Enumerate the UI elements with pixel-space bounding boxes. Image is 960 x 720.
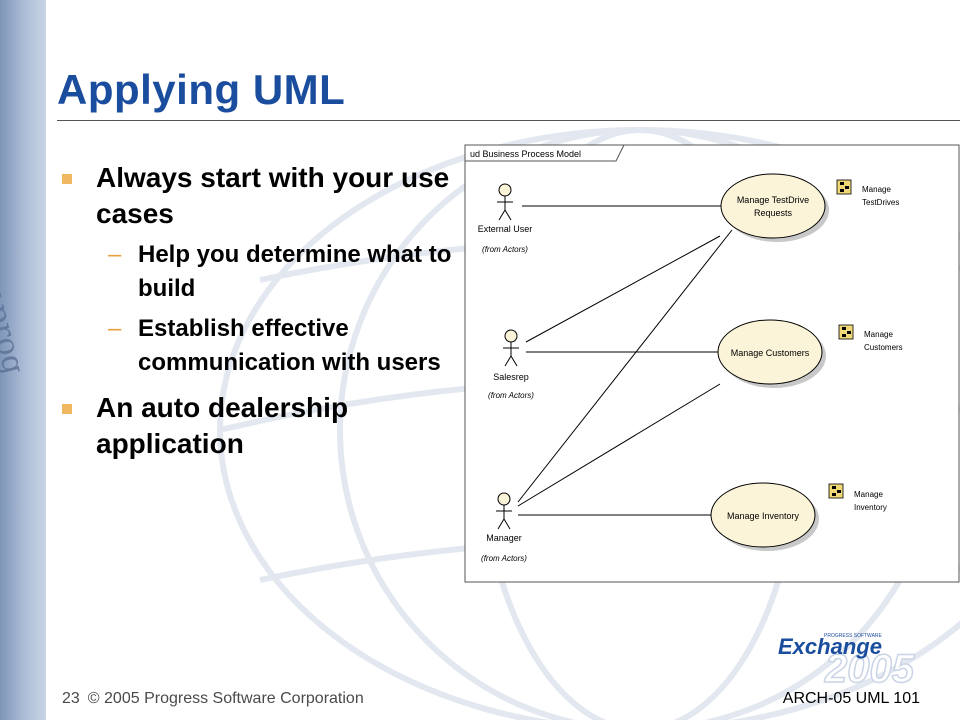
bullet-text: An auto dealership application xyxy=(96,392,349,459)
actor-name: Salesrep xyxy=(493,372,529,382)
sub-bullet-text: Help you determine what to build xyxy=(138,241,452,302)
package-label: Manage xyxy=(864,330,893,339)
logo-word: Exchange xyxy=(778,634,882,659)
use-case-label: Manage TestDrive xyxy=(737,195,809,205)
use-case-label: Requests xyxy=(754,208,793,218)
package-label: Manage xyxy=(854,490,883,499)
actor-leg xyxy=(503,518,511,530)
use-case-manage-testdrive-requests xyxy=(720,173,826,239)
frame-label: ud Business Process Model xyxy=(470,149,581,159)
package-label: Manage xyxy=(862,185,891,194)
actor-leg xyxy=(498,209,506,221)
package-icon xyxy=(836,179,852,195)
bullet-square-icon xyxy=(62,404,72,414)
association-line xyxy=(517,383,721,507)
bullet-item: Always start with your use cases – Help … xyxy=(62,160,452,380)
actor-salesrep xyxy=(503,329,519,367)
package-icon xyxy=(828,483,844,499)
use-case-label: Manage Inventory xyxy=(727,511,800,521)
package-label: Inventory xyxy=(854,503,887,512)
actor-head xyxy=(497,492,511,506)
logo-caption: PROGRESS SOFTWARE xyxy=(824,633,883,639)
actor-from-label: (from Actors) xyxy=(482,245,528,254)
frame-tab xyxy=(465,144,625,162)
package-icon xyxy=(838,324,854,340)
package-label: Customers xyxy=(864,343,903,352)
association-lines xyxy=(517,205,733,516)
course-code: ARCH-05 UML 101 xyxy=(782,690,920,707)
use-case-manage-customers xyxy=(717,319,823,385)
actor-from-label: (from Actors) xyxy=(481,554,527,563)
actor-leg xyxy=(504,209,512,221)
use-case-label: Manage Customers xyxy=(731,348,810,358)
actor-head xyxy=(504,329,518,343)
actor-leg xyxy=(510,355,518,367)
actor-name: External User xyxy=(478,224,533,234)
sub-bullet-item: – Help you determine what to build xyxy=(96,238,452,306)
actor-head xyxy=(498,183,512,197)
dash-icon: – xyxy=(108,241,122,268)
side-watermark-text: www.prog xyxy=(0,220,32,378)
bullet-square-icon xyxy=(62,174,72,184)
bullet-list: Always start with your use cases – Help … xyxy=(62,160,452,470)
actor-leg xyxy=(497,518,505,530)
actor-leg xyxy=(504,355,512,367)
association-line xyxy=(517,229,733,503)
sub-bullet-item: – Establish effective communication with… xyxy=(96,312,452,380)
footer-left: 23 © 2005 Progress Software Corporation xyxy=(62,690,364,708)
use-case-manage-inventory xyxy=(710,482,816,548)
package-label: TestDrives xyxy=(862,198,899,207)
actor-from-label: (from Actors) xyxy=(488,391,534,400)
dash-icon: – xyxy=(108,315,122,342)
bullet-item: An auto dealership application xyxy=(62,390,452,462)
sub-bullet-list: – Help you determine what to build – Est… xyxy=(96,238,452,380)
uml-use-case-diagram: ud Business Process Model External User … xyxy=(464,144,960,583)
actor-name: Manager xyxy=(486,533,522,543)
copyright-text: © 2005 Progress Software Corporation xyxy=(87,690,364,707)
page-number: 23 xyxy=(62,690,80,707)
slide-title: Applying UML xyxy=(57,66,346,113)
bullet-text: Always start with your use cases xyxy=(96,162,450,229)
sub-bullet-text: Establish effective communication with u… xyxy=(138,315,441,376)
exchange-2005-logo: 2005 PROGRESS SOFTWARE Exchange xyxy=(778,633,916,686)
actor-manager xyxy=(496,492,512,530)
actor-external-user xyxy=(497,183,513,221)
side-bar: www.prog xyxy=(0,0,46,720)
logo-year: 2005 xyxy=(824,647,915,686)
title-divider xyxy=(57,120,960,121)
association-line xyxy=(525,235,721,343)
